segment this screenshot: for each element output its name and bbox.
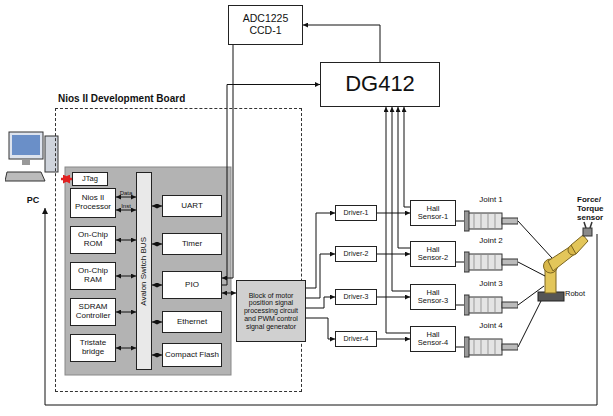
connector <box>222 293 236 294</box>
node-label: SDRAM Controller <box>73 303 113 321</box>
sensor-label: Force/ Torque sensor <box>577 196 613 222</box>
motor-joint: Joint 2 <box>464 237 518 273</box>
node-label: Tristate bridge <box>73 339 113 357</box>
connector <box>116 348 136 349</box>
process-box: JTag <box>72 172 108 186</box>
node-label: On-Chip RAM <box>73 267 113 285</box>
connector <box>116 197 136 198</box>
grey-panel <box>65 167 231 375</box>
process-box: DG412 <box>320 62 440 107</box>
node-label: Joint 1 <box>479 196 503 205</box>
node-label: Hall Sensor-2 <box>413 246 453 263</box>
board-title: Nios II Development Board <box>58 93 185 104</box>
connector <box>303 25 380 62</box>
node-label: Ethernet <box>177 318 207 327</box>
connector <box>306 254 335 298</box>
connector <box>306 318 335 339</box>
node-label: Block of motor position signal processin… <box>239 292 303 330</box>
node-label: Driver-2 <box>344 250 369 258</box>
node-label: Nios II Processor <box>73 194 113 212</box>
connector <box>152 285 162 286</box>
node-label: Compact Flash <box>165 351 219 360</box>
node-label: Joint 4 <box>479 322 503 331</box>
node-label: Driver-1 <box>344 209 369 217</box>
connector <box>222 85 320 286</box>
connector <box>116 312 136 313</box>
node-label: UART <box>181 202 203 211</box>
connector <box>456 262 464 263</box>
process-box: On-Chip RAM <box>70 262 116 290</box>
process-box: Compact Flash <box>162 343 222 367</box>
bus-signal-label: Inst <box>121 203 131 209</box>
connector <box>386 107 410 333</box>
process-box: Hall Sensor-3 <box>410 284 456 310</box>
feedback-wire <box>45 208 597 405</box>
node-label: PIO <box>185 281 199 290</box>
process-box: Timer <box>162 233 222 255</box>
process-box: Driver-1 <box>335 205 377 221</box>
connector <box>152 355 162 356</box>
node-label: Hall Sensor-4 <box>413 331 453 348</box>
process-box: Hall Sensor-2 <box>410 241 456 267</box>
connector <box>404 107 410 207</box>
connector <box>377 339 410 340</box>
connector <box>152 206 162 207</box>
process-box: ADC1225 CCD-1 <box>228 5 303 45</box>
process-box: PIO <box>162 271 222 299</box>
node-label: Hall Sensor-3 <box>413 289 453 306</box>
process-box: Tristate bridge <box>70 334 116 362</box>
bus-signal-label: Data <box>120 190 133 196</box>
bus-label: Avalon Switch BUS <box>140 237 149 306</box>
robot-label: Robot <box>565 290 595 298</box>
connector <box>398 107 410 248</box>
connector <box>116 276 136 277</box>
node-label: On-Chip ROM <box>73 231 113 249</box>
connector <box>152 244 162 245</box>
process-box: Nios II Processor <box>70 188 116 218</box>
motor-joint: Joint 1 <box>464 196 518 232</box>
node-label: Joint 2 <box>479 237 503 246</box>
bus-bar: Avalon Switch BUS <box>136 172 152 370</box>
connector <box>392 107 410 291</box>
connector <box>116 240 136 241</box>
node-label: Timer <box>182 240 202 249</box>
node-label: PC <box>27 196 40 206</box>
board-region: Nios II Development BoardJTagNios II Pro… <box>55 108 302 392</box>
computer-node: PC <box>5 128 61 206</box>
motor-joint: Joint 4 <box>464 322 518 358</box>
connector <box>377 254 410 255</box>
connector <box>456 305 464 306</box>
process-box: Hall Sensor-1 <box>410 200 456 226</box>
node-label: JTag <box>82 175 98 183</box>
process-box: Hall Sensor-4 <box>410 326 456 352</box>
process-box: Ethernet <box>162 311 222 333</box>
node-label: Driver-3 <box>344 293 369 301</box>
pc-icon <box>5 128 61 186</box>
motor-joint: Joint 3 <box>464 280 518 316</box>
node-label: Hall Sensor-1 <box>413 205 453 222</box>
process-box: Driver-3 <box>335 289 377 305</box>
connector <box>61 178 72 181</box>
node-label: DG412 <box>345 72 415 96</box>
process-box: UART <box>162 195 222 217</box>
connector <box>116 210 136 211</box>
process-box: Block of motor position signal processin… <box>236 280 306 342</box>
connector <box>456 347 464 348</box>
connector <box>377 297 410 298</box>
connector <box>456 221 464 222</box>
process-box: SDRAM Controller <box>70 298 116 326</box>
process-box: Driver-2 <box>335 246 377 262</box>
process-box: On-Chip ROM <box>70 226 116 254</box>
node-label: Driver-4 <box>344 335 369 343</box>
connector <box>306 297 335 308</box>
node-label: ADC1225 CCD-1 <box>231 13 300 36</box>
process-box: Driver-4 <box>335 331 377 347</box>
connector <box>377 213 410 214</box>
connector <box>152 322 162 323</box>
node-label: Joint 3 <box>479 280 503 289</box>
joint-to-robot-links <box>518 221 552 347</box>
